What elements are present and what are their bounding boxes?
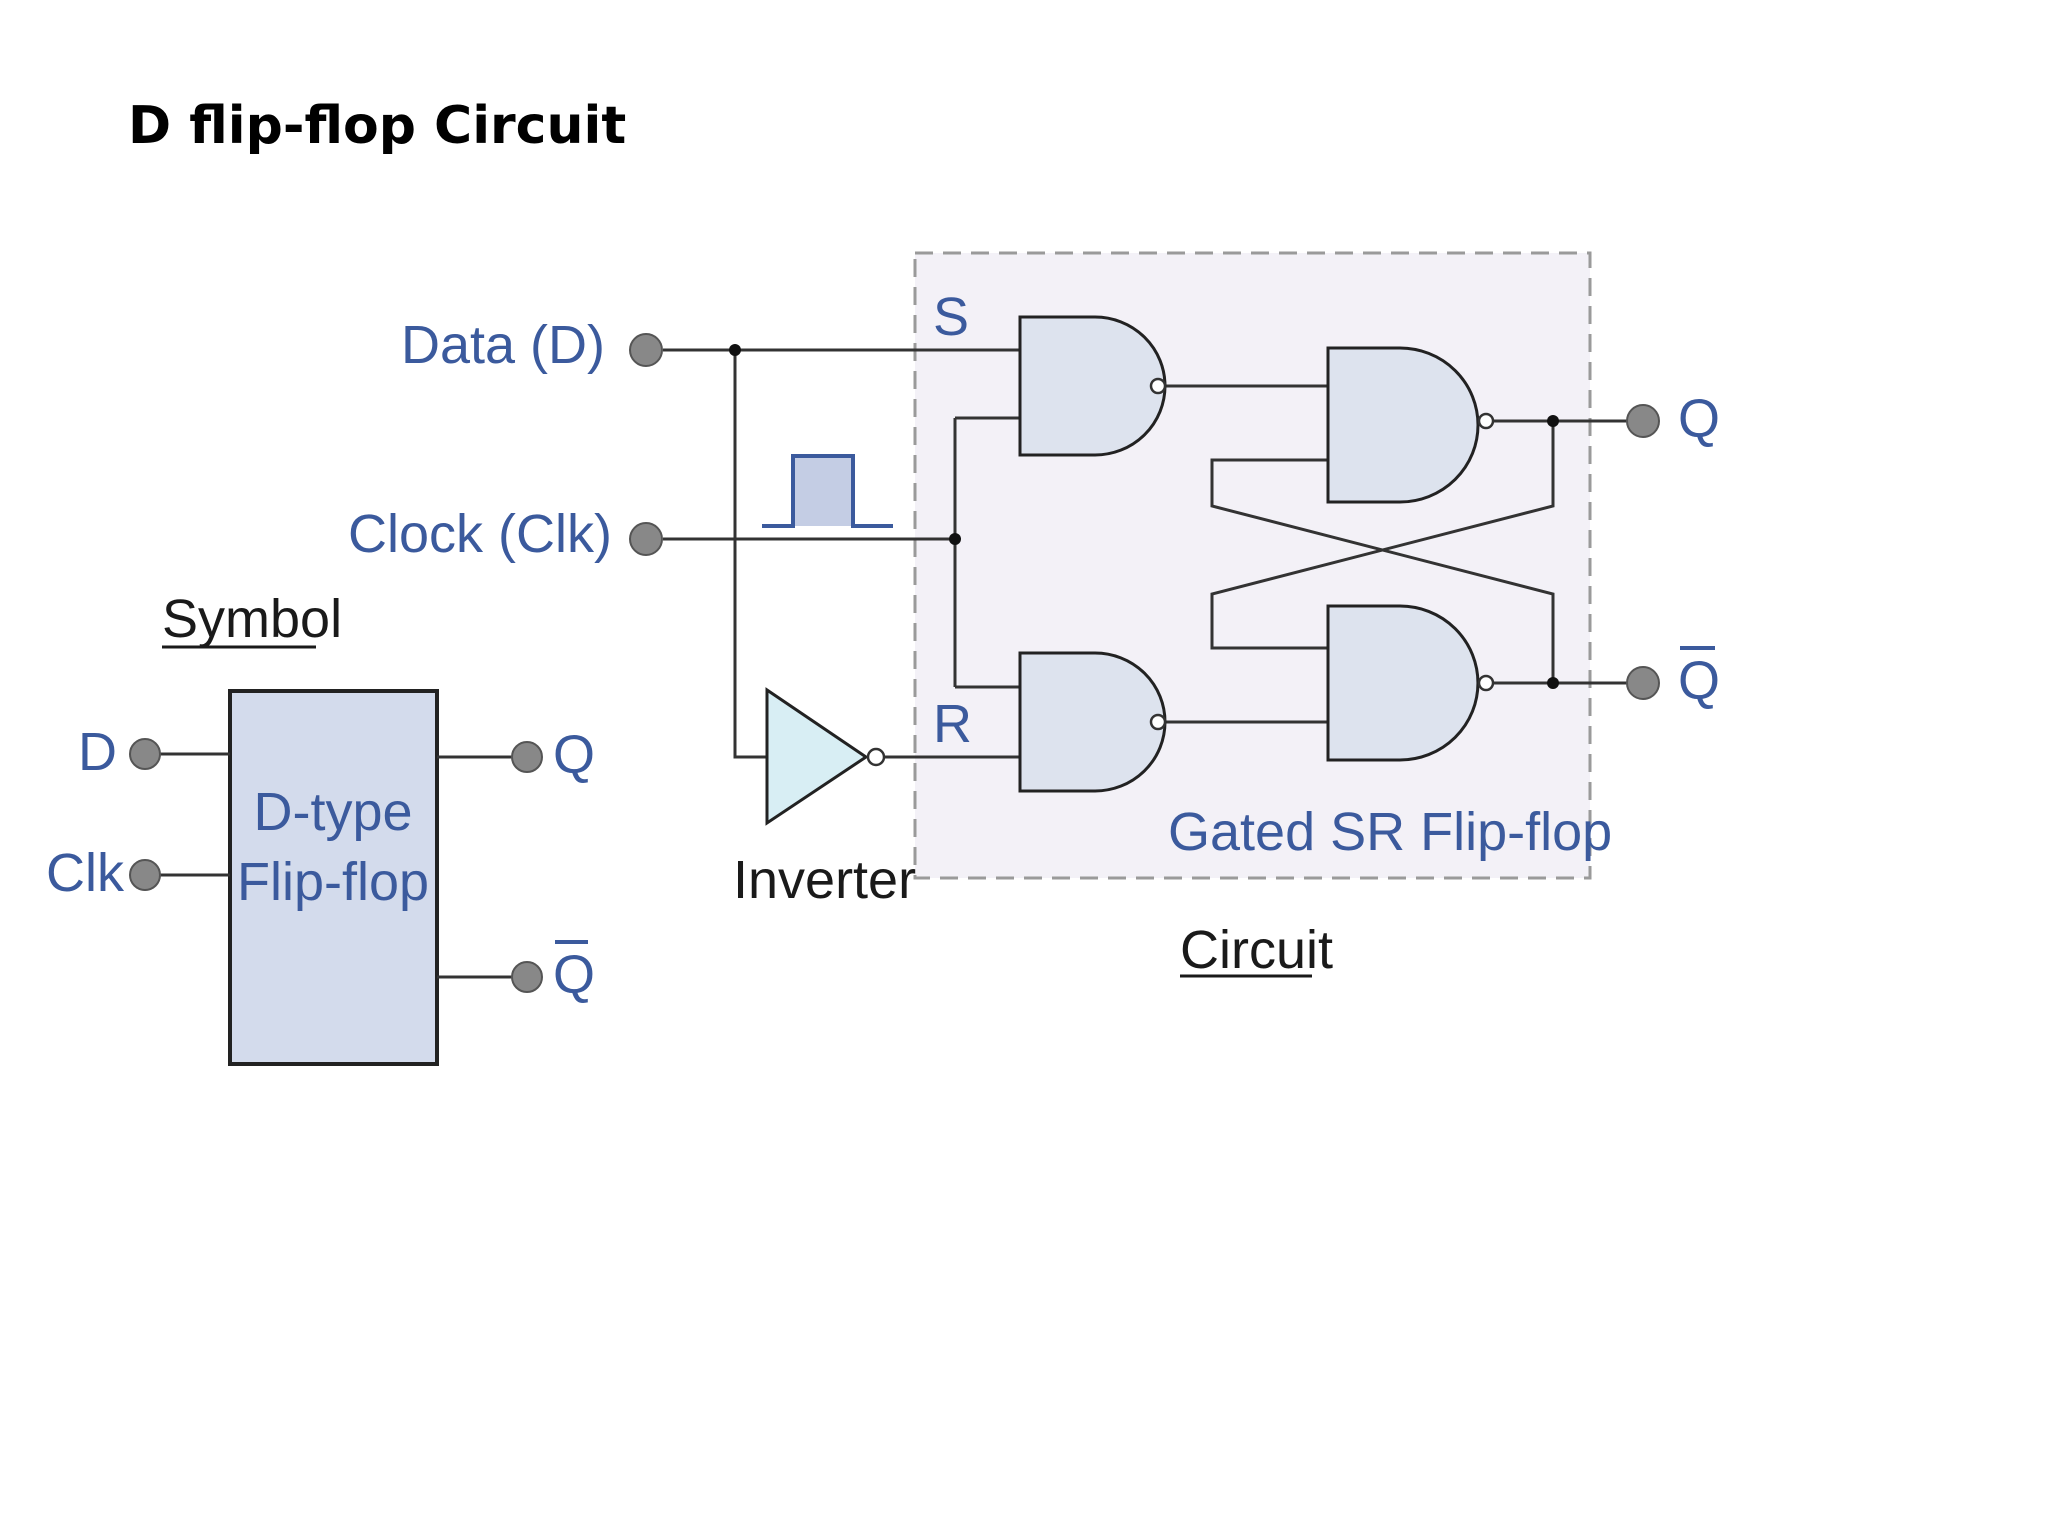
junction-data bbox=[729, 344, 741, 356]
symbol-q-label: Q bbox=[553, 725, 595, 785]
wire-feedback-q bbox=[1210, 421, 1555, 650]
nand-gate-latch-lower bbox=[1326, 604, 1495, 762]
inverter-label: Inverter bbox=[733, 850, 916, 910]
symbol-qbar-terminal bbox=[511, 961, 543, 993]
qbar-output-terminal bbox=[1626, 666, 1660, 700]
clock-pulse-icon bbox=[762, 454, 893, 528]
inverter-gate bbox=[765, 687, 886, 826]
nand-gate-reset bbox=[1018, 651, 1167, 793]
nand-gate-latch-upper bbox=[1326, 346, 1495, 504]
clock-input-terminal bbox=[629, 522, 663, 556]
q-output-label: Q bbox=[1678, 389, 1720, 449]
symbol-caption: Symbol bbox=[162, 589, 342, 649]
clock-input-label: Clock (Clk) bbox=[348, 504, 612, 564]
data-input-label: Data (D) bbox=[401, 315, 605, 375]
symbol-d-label: D bbox=[78, 722, 117, 782]
wire-data-to-inverter bbox=[733, 350, 767, 759]
wire-feedback-qbar bbox=[1210, 458, 1555, 683]
symbol-clk-terminal bbox=[129, 859, 161, 891]
symbol-qbar-label: Q bbox=[553, 945, 595, 1005]
set-label: S bbox=[933, 287, 969, 347]
data-input-terminal bbox=[629, 333, 663, 367]
symbol-flip-flop-box bbox=[228, 689, 439, 1066]
nand-gate-set bbox=[1018, 315, 1167, 457]
gated-sr-label: Gated SR Flip-flop bbox=[1168, 802, 1612, 862]
page-title: D flip-flop Circuit bbox=[128, 96, 627, 156]
gated-sr-frame bbox=[913, 251, 1592, 880]
symbol-box-label-line1: D-type bbox=[253, 782, 412, 842]
symbol-d-terminal bbox=[129, 738, 161, 770]
qbar-output-label: Q bbox=[1678, 651, 1720, 711]
symbol-box-label-line2: Flip-flop bbox=[237, 852, 429, 912]
junction-clock bbox=[949, 533, 961, 545]
reset-label: R bbox=[933, 694, 972, 754]
symbol-q-terminal bbox=[511, 741, 543, 773]
circuit-caption: Circuit bbox=[1180, 920, 1333, 980]
q-output-terminal bbox=[1626, 404, 1660, 438]
junction-qbar bbox=[1547, 677, 1559, 689]
wires bbox=[663, 348, 1640, 759]
symbol-clk-label: Clk bbox=[46, 843, 125, 903]
junction-q bbox=[1547, 415, 1559, 427]
